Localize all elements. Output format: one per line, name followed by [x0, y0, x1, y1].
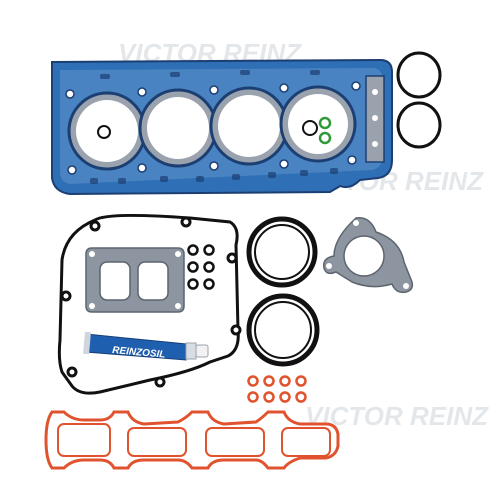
large-o-rings: [396, 51, 442, 149]
cylinder-head-gasket: [51, 58, 393, 196]
valve-stem-seals: [247, 375, 307, 403]
vacuum-pump-gasket: [322, 217, 414, 294]
crank-seals: [246, 216, 320, 367]
bolt-holes: [65, 81, 361, 175]
intake-manifold-gasket: [44, 410, 340, 470]
reinzosil-tube: REINZOSIL: [83, 331, 209, 361]
cylinder-bores: [67, 85, 357, 171]
timing-cover-gasket: [57, 213, 242, 395]
small-o-rings: [187, 244, 215, 290]
metal-flange-gasket: [85, 247, 185, 313]
tube-label: REINZOSIL: [112, 345, 166, 361]
